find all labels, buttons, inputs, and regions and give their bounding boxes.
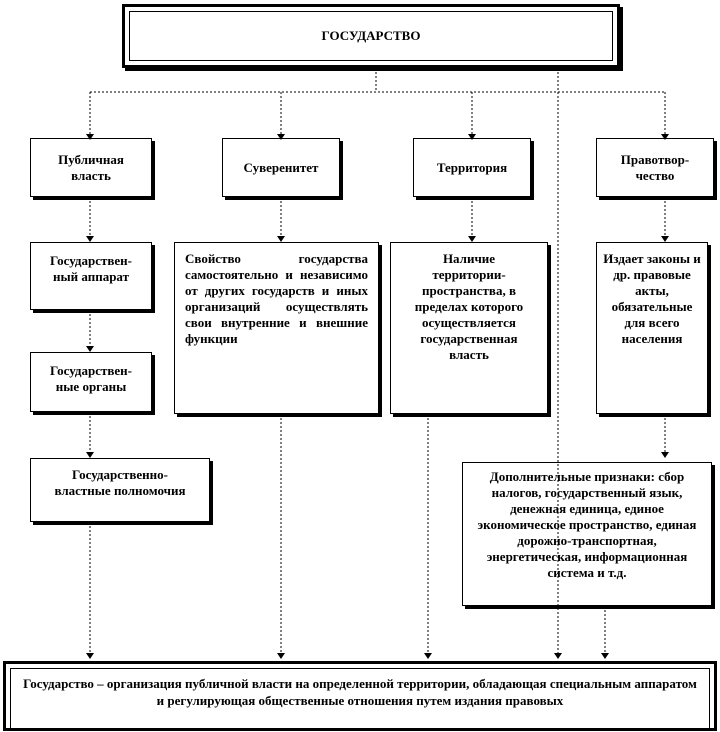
state-powers-line2: властные полномочия — [54, 483, 186, 498]
additional-signs-box: Дополнительные признаки: сбор налогов, г… — [462, 462, 712, 606]
territory-description: Наличие территории-пространства, в преде… — [414, 251, 524, 362]
state-powers-line1: Государственно- — [72, 467, 168, 482]
state-bodies-box: Государствен- ные органы — [30, 352, 152, 412]
territory-description-box: Наличие территории-пространства, в преде… — [390, 242, 548, 414]
header-lawmaking-line1: Правотвор- — [620, 151, 690, 167]
definition-box: Государство – организация публичной влас… — [3, 661, 717, 731]
root-state-box: ГОСУДАРСТВО — [122, 4, 620, 68]
state-apparatus-line1: Государствен- — [50, 253, 132, 268]
header-sovereignty-label: Суверенитет — [243, 159, 319, 175]
additional-signs: Дополнительные признаки: сбор налогов, г… — [477, 469, 697, 580]
definition-text: Государство – организация публичной влас… — [10, 668, 710, 728]
lawmaking-description-box: Издает законы и др. правовые акты, обяза… — [596, 242, 708, 414]
root-state-title: ГОСУДАРСТВО — [129, 11, 613, 61]
state-bodies-line1: Государствен- — [50, 363, 132, 378]
lawmaking-description: Издает законы и др. правовые акты, обяза… — [603, 251, 701, 346]
state-apparatus-box: Государствен- ный аппарат — [30, 242, 152, 310]
header-territory: Территория — [413, 138, 531, 197]
header-territory-label: Территория — [436, 159, 508, 175]
state-powers-box: Государственно- властные полномочия — [30, 458, 210, 522]
state-bodies-line2: ные органы — [55, 379, 127, 394]
header-public-power-line2: власть — [71, 167, 111, 183]
header-lawmaking-line2: чество — [635, 167, 675, 183]
header-public-power-line1: Публичная — [58, 151, 124, 167]
sovereignty-description-box: Свойство государства самостоятельно и не… — [174, 242, 379, 414]
sovereignty-description: Свойство государства самостоятельно и не… — [185, 251, 368, 346]
state-apparatus-line2: ный аппарат — [53, 269, 129, 284]
header-sovereignty: Суверенитет — [222, 138, 340, 197]
header-public-power: Публичная власть — [30, 138, 152, 197]
header-lawmaking: Правотвор- чество — [596, 138, 714, 197]
